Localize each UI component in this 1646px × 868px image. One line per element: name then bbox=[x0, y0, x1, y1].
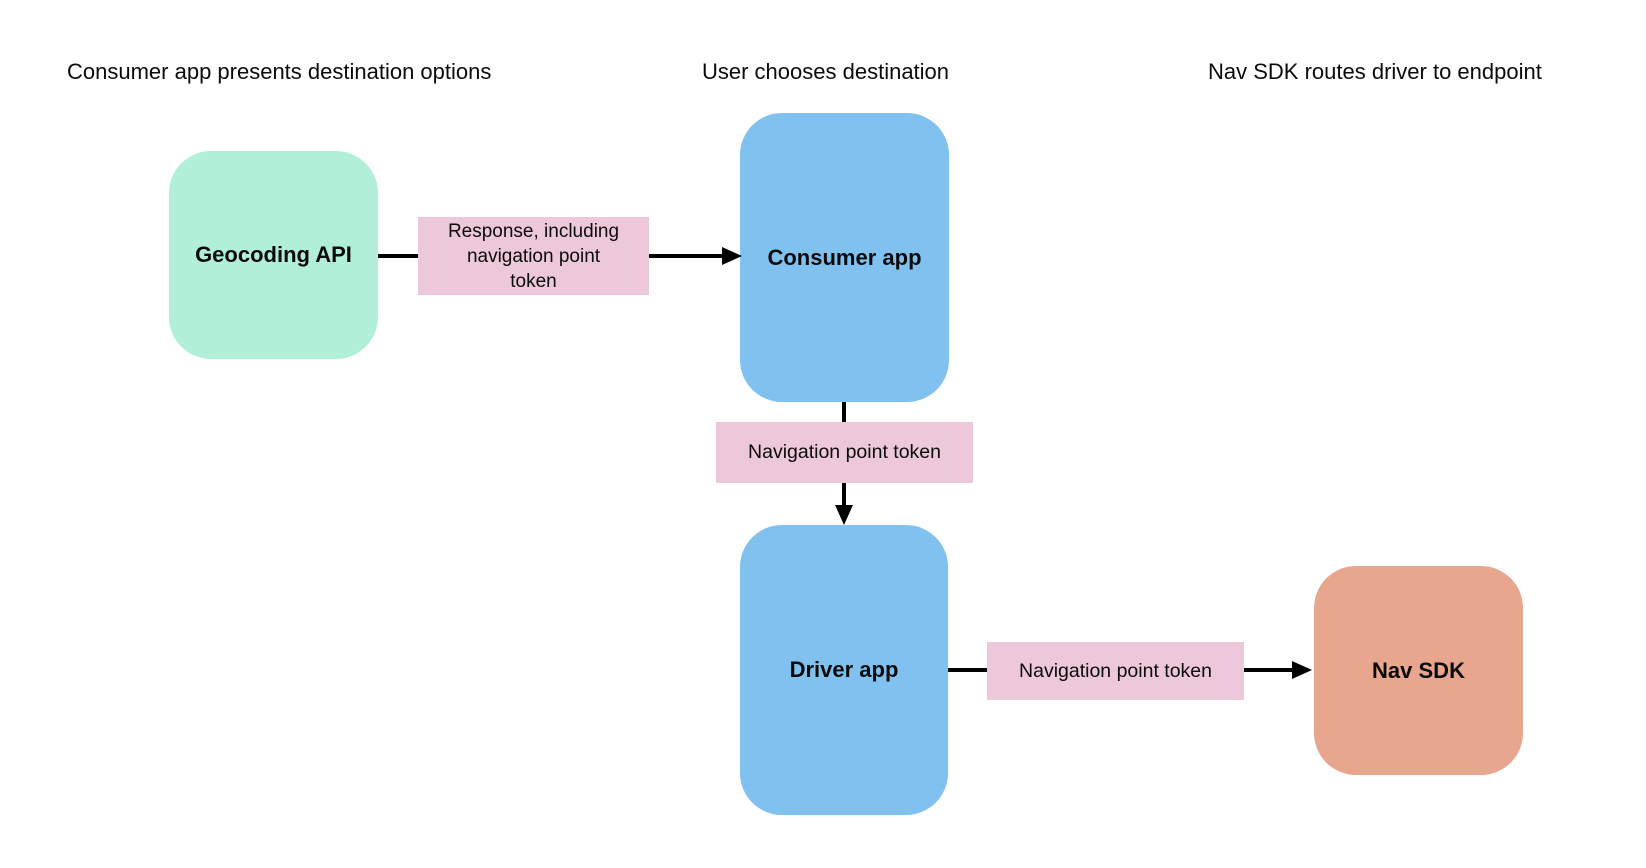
edge-consumer-driver-line-end bbox=[842, 483, 846, 507]
node-geocoding-api: Geocoding API bbox=[169, 151, 378, 359]
edge-label-response-including-token: Response, including navigation point tok… bbox=[418, 217, 649, 295]
node-nav-sdk: Nav SDK bbox=[1314, 566, 1523, 775]
arrowhead-right-icon bbox=[1292, 661, 1312, 679]
edge-consumer-driver-line-start bbox=[842, 402, 846, 422]
edge-driver-navsdk-line-end bbox=[1244, 668, 1292, 672]
edge-geocoding-consumer-line-end bbox=[649, 254, 724, 258]
arrowhead-down-icon bbox=[835, 505, 853, 525]
edge-label-navigation-point-token-horizontal: Navigation point token bbox=[987, 642, 1244, 700]
stage-title-nav-sdk-routes: Nav SDK routes driver to endpoint bbox=[1208, 59, 1542, 84]
edge-driver-navsdk-line-start bbox=[948, 668, 987, 672]
node-consumer-app: Consumer app bbox=[740, 113, 949, 402]
stage-title-consumer-presents: Consumer app presents destination option… bbox=[67, 59, 492, 84]
edge-label-navigation-point-token-vertical: Navigation point token bbox=[716, 422, 973, 483]
stage-title-user-chooses: User chooses destination bbox=[702, 59, 950, 84]
edge-geocoding-consumer-line-start bbox=[378, 254, 418, 258]
arrowhead-right-icon bbox=[722, 247, 742, 265]
node-driver-app: Driver app bbox=[740, 525, 948, 815]
